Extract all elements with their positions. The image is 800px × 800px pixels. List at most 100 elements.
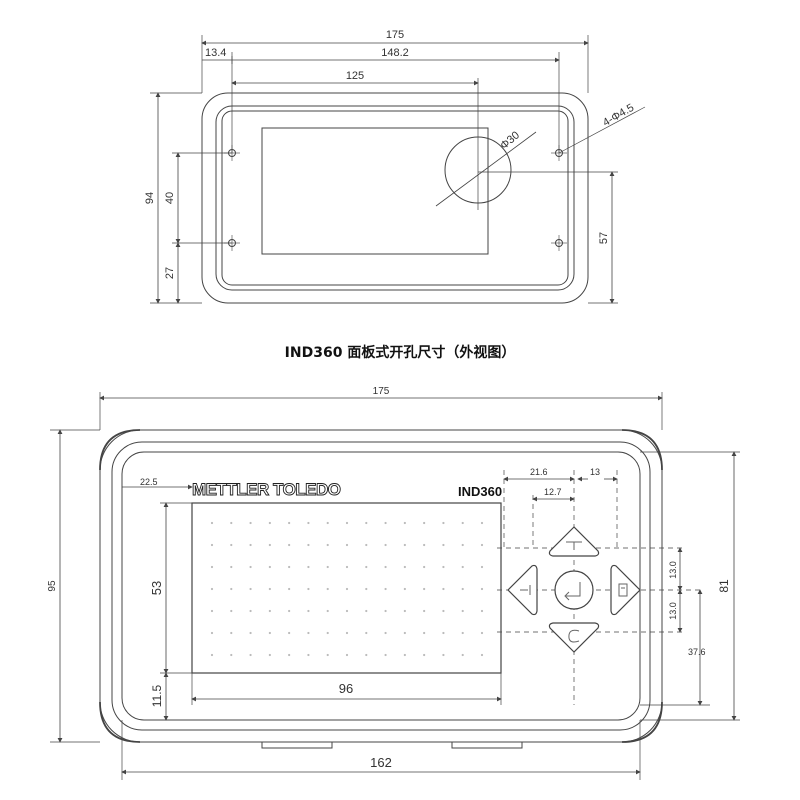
display-dot bbox=[210, 653, 214, 657]
display-dot bbox=[423, 609, 426, 613]
display-dot bbox=[345, 587, 349, 591]
dim-top-right-height: 57 bbox=[598, 232, 610, 244]
display-dot bbox=[326, 521, 329, 525]
display-dot bbox=[480, 565, 484, 569]
display-dot bbox=[288, 631, 291, 635]
display-dot bbox=[326, 631, 329, 635]
dim-front-overall-height: 95 bbox=[47, 580, 58, 592]
display-dot bbox=[210, 631, 214, 635]
display-dot bbox=[423, 521, 426, 525]
display-dot bbox=[403, 609, 406, 613]
display-dot bbox=[210, 587, 214, 591]
display-dot bbox=[384, 521, 387, 525]
display-dot bbox=[326, 543, 329, 547]
display-dot bbox=[423, 543, 426, 547]
dim-front-keypad-right: 13 bbox=[590, 467, 600, 477]
display-dot bbox=[365, 587, 368, 591]
dim-front-inner-height: 81 bbox=[717, 579, 731, 593]
display-dot bbox=[403, 631, 406, 635]
dim-front-display-width: 96 bbox=[339, 681, 353, 696]
front-display bbox=[191, 502, 502, 674]
display-dot bbox=[442, 543, 445, 547]
display-dot bbox=[307, 521, 310, 525]
display-dot bbox=[210, 543, 214, 547]
display-dot bbox=[423, 587, 426, 591]
display-dot bbox=[288, 653, 291, 657]
display-dot bbox=[230, 631, 233, 635]
display-dot bbox=[423, 631, 426, 635]
key-right[interactable] bbox=[610, 564, 641, 616]
display-dot bbox=[365, 543, 368, 547]
display-dot bbox=[461, 609, 464, 613]
key-enter[interactable] bbox=[554, 570, 594, 610]
dim-top-height: 94 bbox=[144, 192, 156, 204]
display-dot bbox=[384, 631, 387, 635]
top-housing-bezel bbox=[221, 110, 569, 286]
display-dot bbox=[403, 521, 406, 525]
display-dot bbox=[249, 565, 252, 569]
display-dot bbox=[268, 565, 271, 569]
display-dot bbox=[442, 587, 445, 591]
display-dot bbox=[268, 609, 271, 613]
display-dot bbox=[423, 653, 426, 657]
dim-front-inner-width: 162 bbox=[370, 755, 392, 770]
display-dot bbox=[461, 653, 464, 657]
display-dot bbox=[384, 609, 387, 613]
dim-top-inner: 125 bbox=[346, 70, 364, 82]
display-dot bbox=[249, 631, 252, 635]
display-dot bbox=[365, 609, 368, 613]
dim-top-left-offset: 13.4 bbox=[205, 47, 226, 59]
display-dot bbox=[288, 587, 291, 591]
display-dot bbox=[307, 653, 310, 657]
key-down[interactable] bbox=[548, 622, 600, 653]
display-dot bbox=[249, 521, 252, 525]
display-dot bbox=[403, 587, 406, 591]
display-dot bbox=[345, 609, 349, 613]
display-dot bbox=[442, 521, 445, 525]
clear-icon bbox=[568, 629, 580, 643]
figure-caption: IND360 面板式开孔尺寸（外视图） bbox=[284, 345, 516, 361]
display-dot bbox=[442, 631, 445, 635]
display-dot bbox=[230, 609, 233, 613]
top-housing-inner bbox=[215, 105, 575, 291]
display-dot bbox=[423, 565, 426, 569]
display-dot bbox=[480, 587, 484, 591]
display-dot bbox=[268, 653, 271, 657]
display-dot bbox=[288, 565, 291, 569]
dim-front-display-bottom: 11.5 bbox=[150, 684, 164, 707]
top-housing-outer bbox=[201, 92, 589, 304]
dim-front-keypad-vertical: 37.6 bbox=[688, 647, 706, 657]
brand-logo: METTLER TOLEDO bbox=[192, 480, 341, 499]
display-dot bbox=[461, 543, 464, 547]
display-dot bbox=[365, 653, 368, 657]
display-dot bbox=[230, 653, 233, 657]
display-dot bbox=[326, 565, 329, 569]
display-dot bbox=[442, 565, 445, 569]
mounting-holes bbox=[224, 145, 567, 251]
keypad-symbols bbox=[520, 541, 628, 643]
display-dot bbox=[365, 521, 368, 525]
dim-front-keypad-center: 12.7 bbox=[544, 487, 562, 497]
model-label: IND360 bbox=[458, 484, 502, 499]
dim-top-holes: 4-Φ4.5 bbox=[601, 102, 636, 129]
display-dot bbox=[461, 565, 464, 569]
display-dot bbox=[288, 543, 291, 547]
dim-top-hole-vertical: 40 bbox=[164, 192, 176, 204]
display-dot bbox=[345, 565, 349, 569]
display-dot bbox=[461, 587, 464, 591]
display-dot bbox=[268, 543, 271, 547]
display-dot bbox=[365, 565, 368, 569]
display-dot bbox=[288, 609, 291, 613]
dim-front-key-pitch-top: 13.0 bbox=[668, 561, 678, 579]
display-dot bbox=[326, 653, 329, 657]
display-dot bbox=[384, 653, 387, 657]
display-dot bbox=[230, 543, 233, 547]
display-dot bbox=[480, 609, 484, 613]
dim-top-bottom: 27 bbox=[164, 267, 176, 279]
display-dot bbox=[268, 631, 271, 635]
display-dot bbox=[384, 565, 387, 569]
dim-front-keypad-offset: 21.6 bbox=[530, 467, 548, 477]
display-dot bbox=[210, 521, 214, 525]
display-dot bbox=[345, 653, 349, 657]
